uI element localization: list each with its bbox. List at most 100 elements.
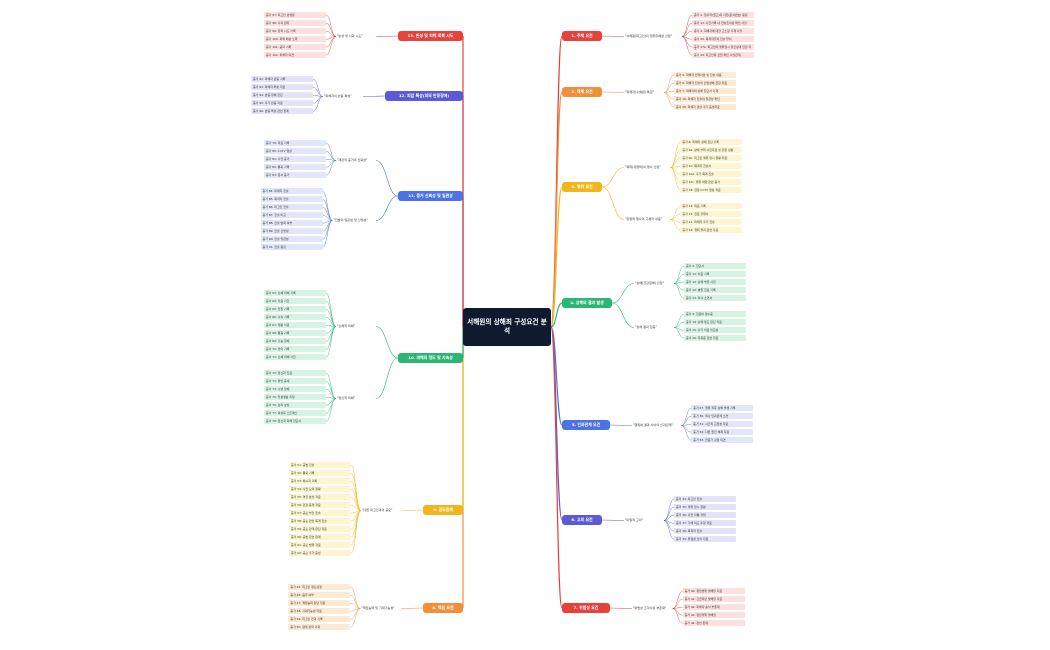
leaf-node[interactable]: 증거 41: 긴급피난 불해당 자료 — [682, 596, 745, 603]
leaf-node[interactable]: 증거 63: 신체 피해 기록 — [264, 290, 326, 297]
sub-node-b6-0[interactable]: "미필적 고의" — [625, 517, 644, 522]
leaf-node[interactable]: 증거 43: 정당행위 불해당 — [682, 612, 745, 619]
leaf-node[interactable]: 증거 98: 사과 편지 — [264, 20, 326, 27]
leaf-node[interactable]: 증거 4: 피해자에 대한 고소장 기재 사실 — [692, 28, 754, 35]
leaf-node[interactable]: 증거 88: 진술 변화 여부 — [260, 220, 323, 227]
leaf-node[interactable]: 증거 22: 병원 진료 기록 — [684, 287, 746, 294]
leaf-node[interactable]: 증거 82: 통화 기록 — [264, 164, 326, 171]
leaf-node[interactable]: 증거 79: 의료 기록 — [264, 140, 326, 147]
leaf-node[interactable]: 증거 1: 당사자(원고)의 사진(문서번호) 등장 — [692, 12, 754, 19]
leaf-node[interactable]: 증거 102: 피해자 의견 — [264, 52, 326, 59]
sub-node-b4-0[interactable]: "상해(건강침해) 인정" — [635, 280, 665, 285]
leaf-node[interactable]: 증거 84: 피해자 진술 — [260, 188, 323, 195]
sub-node-b10-1[interactable]: "정신적 피해" — [337, 395, 356, 400]
leaf-node[interactable]: 증거 52: 통화 기록 — [289, 470, 351, 477]
leaf-node[interactable]: 증거 34: 피고인 진술 — [674, 496, 736, 503]
leaf-node[interactable]: 증거 37: 가해 의도 추정 자료 — [674, 520, 736, 527]
leaf-node[interactable]: 증거 17a: 피고인의 행위당시 정신상태 인정 자료 — [692, 44, 754, 51]
sub-node-b11-1[interactable]: "진술의 일관성 및 신빙성" — [333, 217, 368, 222]
branch-node-b6[interactable]: 6. 고의 요건 — [562, 515, 602, 525]
leaf-node[interactable]: 증거 25: 추가 치료 필요성 — [684, 327, 746, 334]
sub-node-b9-0[interactable]: "다른 피고인과의 공모" — [362, 507, 393, 512]
leaf-node[interactable]: 증거 50: 양형 참작 사유 — [288, 624, 351, 631]
branch-node-b10[interactable]: 10. 피해의 정도 및 지속성 — [398, 353, 463, 363]
leaf-node[interactable]: 증거 96: 반응 특성 관련 판례 — [251, 108, 313, 115]
leaf-node[interactable]: 증거 74: 수면 장애 — [264, 386, 326, 393]
leaf-node[interactable]: 증거 10c: 행위 태양 관련 증거 — [680, 179, 743, 186]
leaf-node[interactable]: 증거 67: 재활 치료 — [264, 322, 326, 329]
leaf-node[interactable]: 증거 68: 통증 기록 — [264, 330, 326, 337]
leaf-node[interactable]: 증거 3: 진료비 영수증 — [684, 311, 746, 318]
leaf-node[interactable]: 증거 56: 현장 동행 자료 — [289, 502, 351, 509]
leaf-node[interactable]: 증거 15: 진료 경위서 — [680, 211, 743, 218]
branch-node-b2[interactable]: 2. 객체 요건 — [562, 87, 602, 97]
leaf-node[interactable]: 증거 26: 후유증 관련 자료 — [684, 335, 746, 342]
leaf-node[interactable]: 증거 86: 피고인 진술 — [260, 204, 323, 211]
sub-node-b5-0[interactable]: "행위와 결과 사이의 인과관계" — [633, 422, 673, 427]
leaf-node[interactable]: 증거 10a: 추가 목격 진술 — [680, 171, 743, 178]
branch-node-b3[interactable]: 3. 행위 요건 — [562, 182, 602, 192]
leaf-node[interactable]: 증거 12: 상해 부위 사진 — [684, 279, 746, 286]
leaf-node[interactable]: 증거 16: 피해자 진술의 일관성 확인 — [674, 96, 736, 103]
leaf-node[interactable]: 증거 55: 역할 분담 자료 — [289, 494, 351, 501]
leaf-node[interactable]: 증거 18: 현장 CCTV 영상 자료 — [680, 187, 743, 194]
leaf-node[interactable]: 증거 80: CCTV 영상 — [264, 148, 326, 155]
leaf-node[interactable]: 증거 66: 수술 기록 — [264, 314, 326, 321]
leaf-node[interactable]: 증거 78: 정신적 피해 진단서 — [264, 418, 326, 425]
leaf-node[interactable]: 증거 10: 목격자 진술서 — [680, 163, 743, 170]
leaf-node[interactable]: 증거 51: 공범 진술 — [289, 462, 351, 469]
leaf-node[interactable]: 증거 70: 흉터 기록 — [264, 346, 326, 353]
sub-node-b2-0[interactable]: "피해자(수술원) 특정" — [625, 89, 655, 94]
leaf-node[interactable]: 증거 49: 피고인 전과 기록 — [288, 616, 351, 623]
leaf-node[interactable]: 증거 7: 피해자의 상해 진단서 기재 — [674, 88, 736, 95]
leaf-node[interactable]: 증거 99: 합의 시도 기록 — [264, 28, 326, 35]
leaf-node[interactable]: 증거 9a: 상해 부위 사진자료 및 현장 상황 — [680, 147, 743, 154]
leaf-node[interactable]: 증거 27: 행위 직후 상해 발생 기록 — [691, 405, 754, 412]
leaf-node[interactable]: 증거 54: 사전 모의 정황 — [289, 486, 351, 493]
leaf-node[interactable]: 증거 30: 의사 인과관계 소견 — [691, 413, 754, 420]
leaf-node[interactable]: 증거 31: 시간적 근접성 자료 — [691, 421, 754, 428]
leaf-node[interactable]: 증거 77: 외상후 스트레스 — [264, 410, 326, 417]
leaf-node[interactable]: 증거 57: 공모 부인 진술 — [289, 510, 351, 517]
leaf-node[interactable]: 증거 8: 피해자 상해 진단 기록 — [680, 139, 743, 146]
leaf-node[interactable]: 증거 21: 피해자 추가 진술 — [680, 219, 743, 226]
leaf-node[interactable]: 증거 100: 피해 배상 노력 — [264, 36, 326, 43]
leaf-node[interactable]: 증거 42: 피해자 승낙 부존재 — [682, 604, 745, 611]
leaf-node[interactable]: 증거 35: 행위 당시 정황 — [674, 504, 736, 511]
branch-node-b7[interactable]: 7. 위법성 요건 — [562, 603, 610, 613]
leaf-node[interactable]: 증거 5: 피해자 인적사항 및 진술 내용 — [674, 72, 736, 79]
branch-node-b1[interactable]: 1. 주체 요건 — [562, 31, 602, 41]
leaf-node[interactable]: 증거 73: 불안 증세 — [264, 378, 326, 385]
leaf-node[interactable]: 증거 64: 치료 기간 — [264, 298, 326, 305]
leaf-node[interactable]: 증거 40: 정당방위 불해당 자료 — [682, 588, 745, 595]
leaf-node[interactable]: 증거 13: 사건기록 내 진술조서상 확인 사실 — [692, 20, 754, 27]
leaf-node[interactable]: 증거 89: 진술 신빙성 — [260, 228, 323, 235]
leaf-node[interactable]: 증거 61: 공모 범위 자료 — [289, 542, 351, 549]
leaf-node[interactable]: 증거 62: 공모 추가 증빙 — [289, 550, 351, 557]
leaf-node[interactable]: 증거 65: 입원 기록 — [264, 306, 326, 313]
leaf-node[interactable]: 증거 97: 피고인 반성문 — [264, 12, 326, 19]
leaf-node[interactable]: 증거 11: 치료 기록 — [684, 271, 746, 278]
leaf-node[interactable]: 증거 45: 피고인 정신감정 — [288, 584, 351, 591]
leaf-node[interactable]: 증거 2: 진단서 — [684, 263, 746, 270]
sub-node-b8-0[interactable]: "책임능력 및 기대가능성" — [361, 605, 395, 610]
leaf-node[interactable]: 증거 59: 공모 관계 판단 자료 — [289, 526, 351, 533]
branch-node-b13[interactable]: 13. 반성 및 피해 회복 시도 — [398, 31, 463, 41]
branch-node-b12[interactable]: 12. 피압 특성(피의 반응장애) — [385, 91, 463, 101]
sub-node-b3-1[interactable]: "유형력 행사의 구체적 내용" — [625, 216, 663, 221]
leaf-node[interactable]: 증거 28: 피해자 관련 추가 증빙자료 — [674, 104, 736, 111]
leaf-node[interactable]: 증거 9b: 피고인 행위 당시 정황 자료 — [680, 155, 743, 162]
leaf-node[interactable]: 증거 23: 의사 소견서 — [684, 295, 746, 302]
leaf-node[interactable]: 증거 44: 관련 판례 — [682, 620, 745, 627]
sub-node-b10-0[interactable]: "신체적 피해" — [337, 323, 356, 328]
leaf-node[interactable]: 증거 72: 정신과 진료 — [264, 370, 326, 377]
leaf-node[interactable]: 증거 36: 사전 다툼 경위 — [674, 512, 736, 519]
leaf-node[interactable]: 증거 53: 메시지 기록 — [289, 478, 351, 485]
leaf-node[interactable]: 증거 75: 일상생활 지장 — [264, 394, 326, 401]
leaf-node[interactable]: 증거 94: 반응 장애 진단 — [251, 92, 313, 99]
branch-node-b9[interactable]: 9. 공모관계 — [423, 505, 463, 515]
leaf-node[interactable]: 증거 19: 상해 정도 판단 자료 — [684, 319, 746, 326]
sub-node-b12-0[interactable]: "피해자의 반응 특성" — [324, 93, 352, 98]
leaf-node[interactable]: 증거 93: 피해자 특성 자료 — [251, 84, 313, 91]
branch-node-b4[interactable]: 4. 상해의 결과 발생 — [562, 298, 612, 308]
